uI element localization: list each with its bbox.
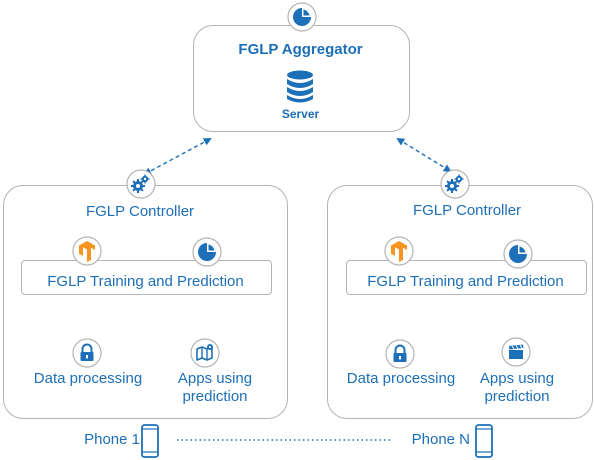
data-processing-label-left: Data processing: [33, 370, 143, 387]
pie-chart-icon: [503, 239, 533, 269]
training-box-left: [21, 260, 272, 295]
smartphone-icon: [141, 424, 159, 458]
clapperboard-icon: [501, 337, 531, 367]
training-box-right: [346, 260, 587, 295]
training-label-left: FGLP Training and Prediction: [47, 273, 244, 290]
smartphone-icon: [475, 424, 493, 458]
training-label-right: FGLP Training and Prediction: [367, 273, 564, 290]
gear-icon: [440, 169, 470, 199]
server-caption: Server: [281, 107, 320, 121]
controller-label-right: FGLP Controller: [412, 202, 522, 219]
lock-icon: [72, 338, 102, 368]
apps-label-right: Apps using prediction: [479, 370, 555, 405]
server-link-right: [396, 137, 452, 173]
controller-label-left: FGLP Controller: [85, 203, 195, 220]
server-link-left: [143, 138, 212, 175]
data-processing-label-right: Data processing: [346, 370, 456, 387]
apps-label-left: Apps using prediction: [177, 370, 253, 405]
lock-icon: [385, 339, 415, 369]
pie-chart-icon: [287, 2, 317, 32]
phone-label-left: Phone 1: [84, 431, 140, 448]
phone-label-right: Phone N: [411, 431, 470, 448]
server-title: FGLP Aggregator: [238, 41, 363, 58]
database-icon: [287, 70, 313, 103]
tensorflow-icon: [384, 236, 414, 266]
phone-box-right: [327, 185, 593, 419]
map-icon: [190, 338, 220, 368]
pie-chart-icon: [192, 237, 222, 267]
tensorflow-icon: [72, 236, 102, 266]
gear-icon: [126, 169, 156, 199]
